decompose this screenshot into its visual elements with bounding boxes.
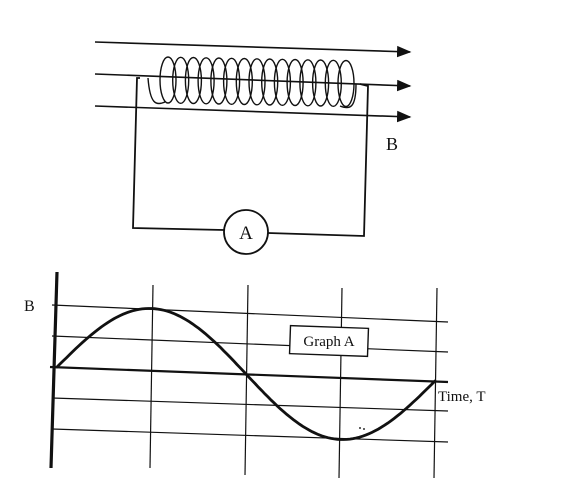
circuit-wire: [132, 77, 369, 237]
coil-loop: [222, 57, 241, 106]
wire-left: [132, 77, 225, 231]
gridline-v2: [244, 284, 249, 476]
graph-title-frame: [288, 324, 370, 358]
coil-loop: [261, 58, 279, 106]
coil-loop: [324, 59, 342, 108]
gridline-h2: [51, 335, 449, 353]
speck: [363, 428, 365, 430]
ammeter-label: A: [239, 223, 253, 244]
coil-loop: [159, 56, 177, 104]
coil-loop: [210, 57, 228, 105]
field-line-top: [94, 41, 412, 58]
gridline-v3: [338, 287, 343, 479]
coil-loop: [171, 56, 190, 105]
gridline-v4: [433, 287, 438, 479]
gridline-h4: [51, 397, 449, 412]
graph-title-box: Graph A: [288, 324, 370, 358]
ammeter: A: [223, 209, 269, 255]
b-axis: [49, 271, 59, 469]
coil-loop: [248, 58, 266, 106]
field-line-bottom: [94, 105, 412, 123]
coil-loop: [299, 59, 317, 107]
time-axis: [49, 365, 449, 384]
wire-right: [267, 83, 369, 237]
graph-title: Graph A: [303, 334, 354, 350]
coil-loop: [184, 56, 203, 105]
coil-loop: [286, 58, 304, 107]
gridline-h1: [51, 304, 449, 323]
gridline-v1: [149, 284, 154, 469]
coil-lead: [147, 77, 357, 109]
coil-loop: [235, 57, 254, 106]
coil-loop: [273, 58, 292, 107]
gridline-h5: [51, 428, 449, 443]
coil-loop: [311, 59, 330, 107]
graph-y-label: B: [24, 298, 35, 315]
speck: [359, 427, 361, 429]
graph-gridlines: [51, 284, 449, 479]
field-label: B: [386, 134, 398, 154]
ammeter-circle: [223, 209, 269, 255]
coil: [147, 56, 357, 109]
coil-loop: [197, 57, 215, 105]
scan-specks: [359, 427, 365, 430]
sine-curve: [55, 307, 437, 441]
graph-x-label: Time, T: [438, 389, 486, 405]
coil-loop: [337, 59, 355, 108]
